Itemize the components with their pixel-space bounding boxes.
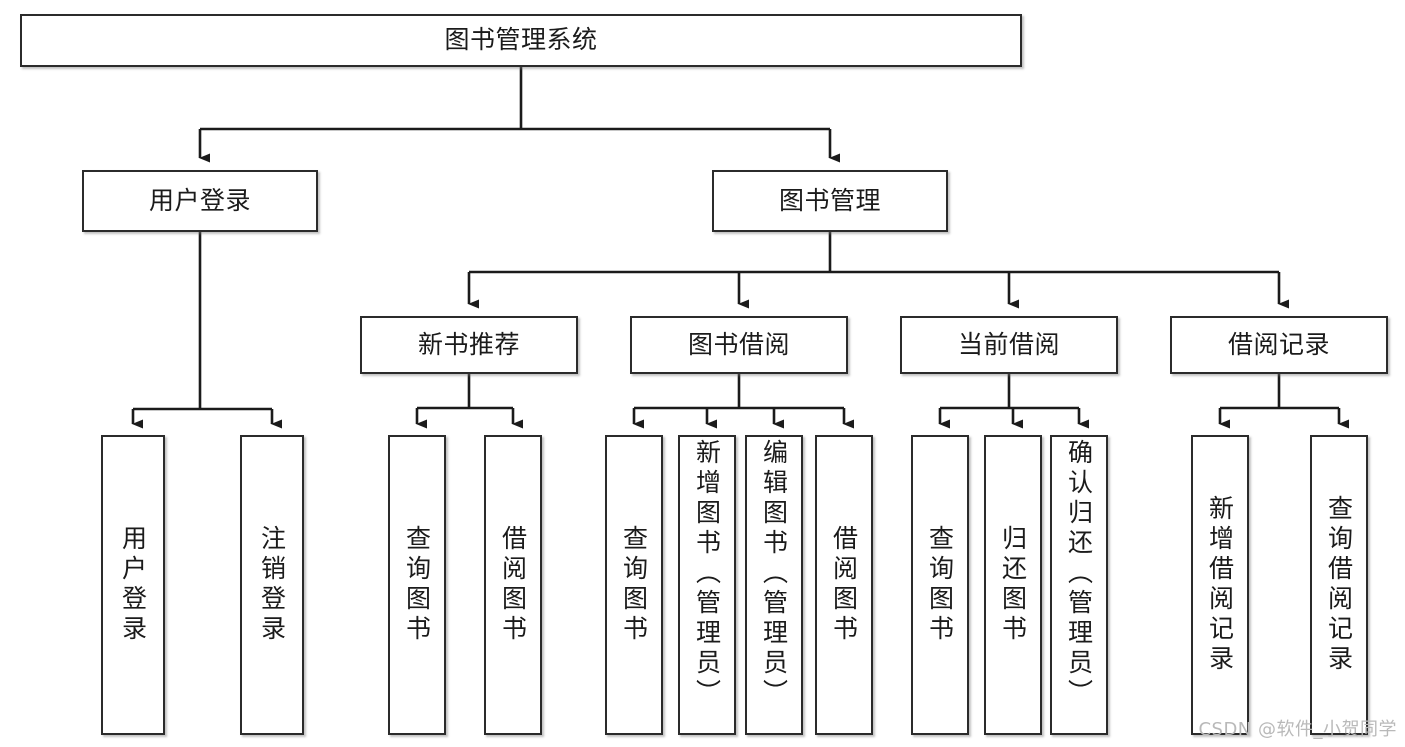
- leaf-add-borrow-record[interactable]: 新增借阅记录: [1191, 435, 1249, 735]
- edges-borrow-to-leaves: [632, 374, 854, 429]
- edges-bookmgmt-to-level3: [467, 232, 1289, 309]
- edges-newbook-to-leaves: [415, 374, 523, 429]
- node-label: 归还图书: [998, 525, 1028, 645]
- node-current-borrow[interactable]: 当前借阅: [900, 316, 1118, 374]
- leaf-return-book[interactable]: 归还图书: [984, 435, 1042, 735]
- node-label: 借阅图书: [829, 525, 859, 645]
- node-label: 注销登录: [257, 525, 287, 645]
- node-label: 图书管理: [778, 185, 881, 215]
- edges-login-to-leaves: [131, 232, 282, 429]
- leaf-add-book-admin[interactable]: 新增图书（管理员）: [678, 435, 736, 735]
- node-new-book-recommend[interactable]: 新书推荐: [360, 316, 578, 374]
- node-root-system[interactable]: 图书管理系统: [20, 14, 1022, 67]
- leaf-query-borrow-record[interactable]: 查询借阅记录: [1310, 435, 1368, 735]
- node-label: 查询图书: [402, 525, 432, 645]
- leaf-query-book-borrow[interactable]: 查询图书: [605, 435, 663, 735]
- node-label: 借阅图书: [498, 525, 528, 645]
- leaf-borrow-book[interactable]: 借阅图书: [815, 435, 873, 735]
- node-label: 查询图书: [619, 525, 649, 645]
- node-label: 当前借阅: [957, 329, 1060, 359]
- node-label: 用户登录: [118, 525, 148, 645]
- node-label: 用户登录: [148, 185, 251, 215]
- leaf-edit-book-admin[interactable]: 编辑图书（管理员）: [745, 435, 803, 735]
- leaf-user-login[interactable]: 用户登录: [101, 435, 165, 735]
- leaf-logout[interactable]: 注销登录: [240, 435, 304, 735]
- node-label: 编辑图书（管理员）: [759, 439, 789, 709]
- node-label: 图书借阅: [687, 329, 790, 359]
- node-label: 确认归还（管理员）: [1064, 439, 1094, 709]
- node-book-borrow[interactable]: 图书借阅: [630, 316, 848, 374]
- node-label: 新书推荐: [417, 329, 520, 359]
- node-label: 查询借阅记录: [1324, 495, 1354, 675]
- node-label: 借阅记录: [1227, 329, 1330, 359]
- node-book-management[interactable]: 图书管理: [712, 170, 948, 232]
- node-label: 新增借阅记录: [1205, 495, 1235, 675]
- edges-root-to-level2: [198, 67, 840, 163]
- leaf-confirm-return-admin[interactable]: 确认归还（管理员）: [1050, 435, 1108, 735]
- node-label: 查询图书: [925, 525, 955, 645]
- csdn-watermark: CSDN @软件_小贺同学: [1198, 719, 1397, 740]
- leaf-query-book-recommend[interactable]: 查询图书: [388, 435, 446, 735]
- node-borrow-record[interactable]: 借阅记录: [1170, 316, 1388, 374]
- leaf-borrow-book-recommend[interactable]: 借阅图书: [484, 435, 542, 735]
- edges-current-to-leaves: [938, 374, 1089, 429]
- edges-record-to-leaves: [1218, 374, 1349, 429]
- leaf-query-book-current[interactable]: 查询图书: [911, 435, 969, 735]
- node-label: 图书管理系统: [444, 25, 598, 55]
- node-label: 新增图书（管理员）: [692, 439, 722, 709]
- node-user-login[interactable]: 用户登录: [82, 170, 318, 232]
